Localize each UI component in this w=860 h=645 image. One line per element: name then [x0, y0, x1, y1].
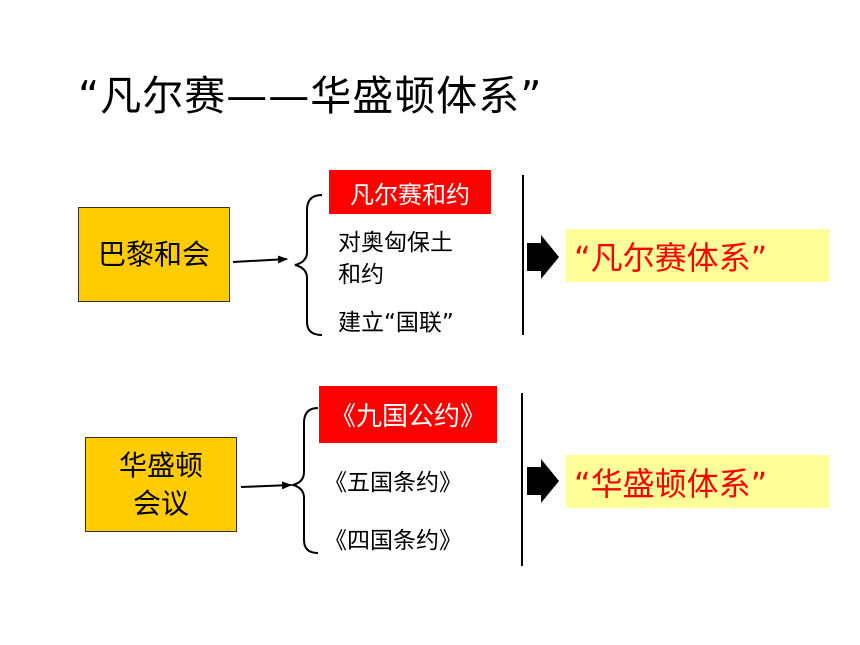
four-power-treaty-item: 《四国条约》 [324, 528, 462, 554]
conference-box-washington: 华盛顿 会议 [85, 437, 237, 532]
arrow-paris-to-treaties [232, 255, 288, 264]
result-label-washington: “华盛顿体系” [574, 464, 768, 503]
block-arrow-washington [527, 459, 559, 503]
highlight-treaty-versailles: 凡尔赛和约 [329, 170, 491, 214]
treaty-label-nine-power: 《九国公约》 [329, 402, 486, 432]
conference-label-washington-1: 华盛顿 [118, 448, 203, 482]
result-label-versailles: “凡尔赛体系” [574, 238, 768, 277]
brace-washington [289, 407, 319, 554]
treaty-austria-line1: 对奥匈保土 [338, 230, 453, 256]
brace-paris [294, 194, 323, 336]
league-of-nations-item: 建立“国联” [338, 310, 454, 336]
result-versailles-system: “凡尔赛体系” [566, 229, 830, 282]
divider-line-2 [521, 393, 523, 566]
block-arrow-paris [527, 235, 559, 279]
treaty-label-versailles: 凡尔赛和约 [350, 180, 470, 209]
treaty-austria-line2: 和约 [338, 262, 384, 288]
five-power-treaty-item: 《五国条约》 [324, 470, 462, 496]
conference-box-paris: 巴黎和会 [78, 207, 230, 302]
divider-line-1 [522, 175, 524, 335]
conference-label-washington-2: 会议 [132, 486, 189, 520]
highlight-nine-power-treaty: 《九国公约》 [319, 386, 497, 443]
slide-title: “凡尔赛——华盛顿体系” [78, 72, 543, 120]
result-washington-system: “华盛顿体系” [566, 455, 830, 508]
arrow-washington-to-treaties [240, 481, 292, 490]
conference-label-paris: 巴黎和会 [97, 237, 210, 271]
